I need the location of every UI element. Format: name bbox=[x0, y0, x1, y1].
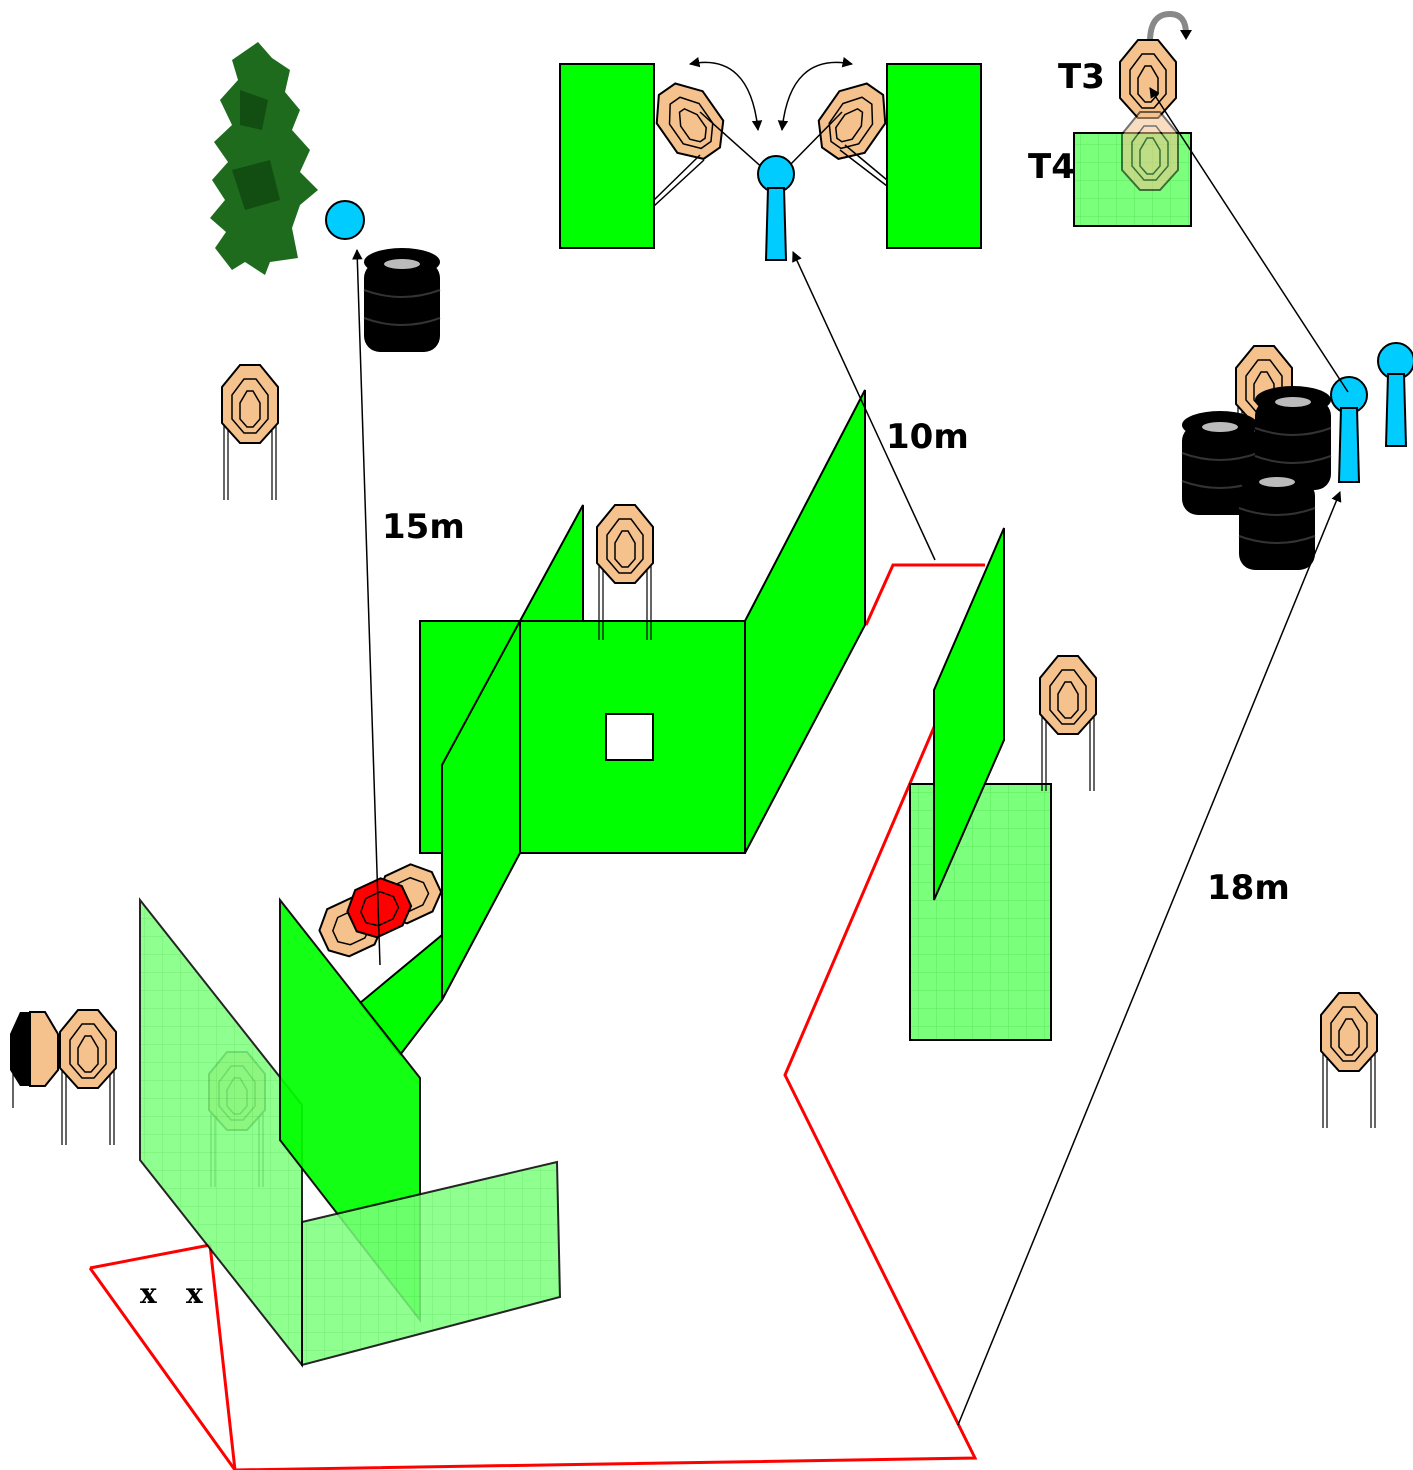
wall-center-left-fin bbox=[518, 504, 584, 622]
wall-top-right bbox=[886, 63, 982, 249]
window-port bbox=[605, 713, 654, 761]
swinger-target-right bbox=[806, 72, 899, 171]
tree-icon bbox=[210, 42, 318, 275]
shooting-area-boundary bbox=[88, 563, 985, 1470]
popper-icon bbox=[1377, 342, 1413, 447]
swinger-arrow-icon bbox=[777, 57, 854, 132]
wall-top-left bbox=[559, 63, 655, 249]
soft-cover-left-panel bbox=[139, 897, 303, 1368]
popper-icon bbox=[757, 155, 795, 261]
distance-label-18m: 18m bbox=[1207, 868, 1290, 908]
rotate-arrow-icon bbox=[1147, 10, 1189, 43]
wall-center-right-wing bbox=[744, 389, 866, 854]
swinger-target-left bbox=[643, 72, 736, 171]
swinger-arrow-icon bbox=[688, 57, 763, 132]
paper-target-icon bbox=[596, 504, 654, 641]
wall-right-fin bbox=[933, 527, 1005, 901]
no-shoot-target-icon bbox=[10, 1011, 59, 1108]
soft-cover-right bbox=[909, 783, 1052, 1041]
wall-center-diagonal bbox=[441, 620, 521, 1001]
start-position-mark: x bbox=[140, 1277, 157, 1310]
label-t4: T4 bbox=[1028, 147, 1075, 187]
start-position-mark: x bbox=[186, 1277, 203, 1310]
paper-target-icon bbox=[1320, 992, 1378, 1129]
steel-plate-icon bbox=[325, 200, 365, 240]
paper-target-icon bbox=[59, 1009, 117, 1146]
barrel-icon bbox=[363, 247, 441, 353]
barrel-icon bbox=[1238, 465, 1316, 571]
paper-target-icon bbox=[1039, 655, 1097, 792]
paper-target-icon bbox=[221, 364, 279, 501]
popper-icon bbox=[1330, 376, 1368, 483]
distance-label-10m: 10m bbox=[886, 417, 969, 457]
soft-cover-bottom-panel bbox=[301, 1160, 562, 1367]
paper-target-t4 bbox=[1121, 111, 1179, 191]
distance-label-15m: 15m bbox=[382, 507, 465, 547]
no-shoot-plate-icon bbox=[346, 877, 413, 939]
paper-target-t3 bbox=[1119, 39, 1177, 119]
label-t3: T3 bbox=[1058, 57, 1105, 97]
